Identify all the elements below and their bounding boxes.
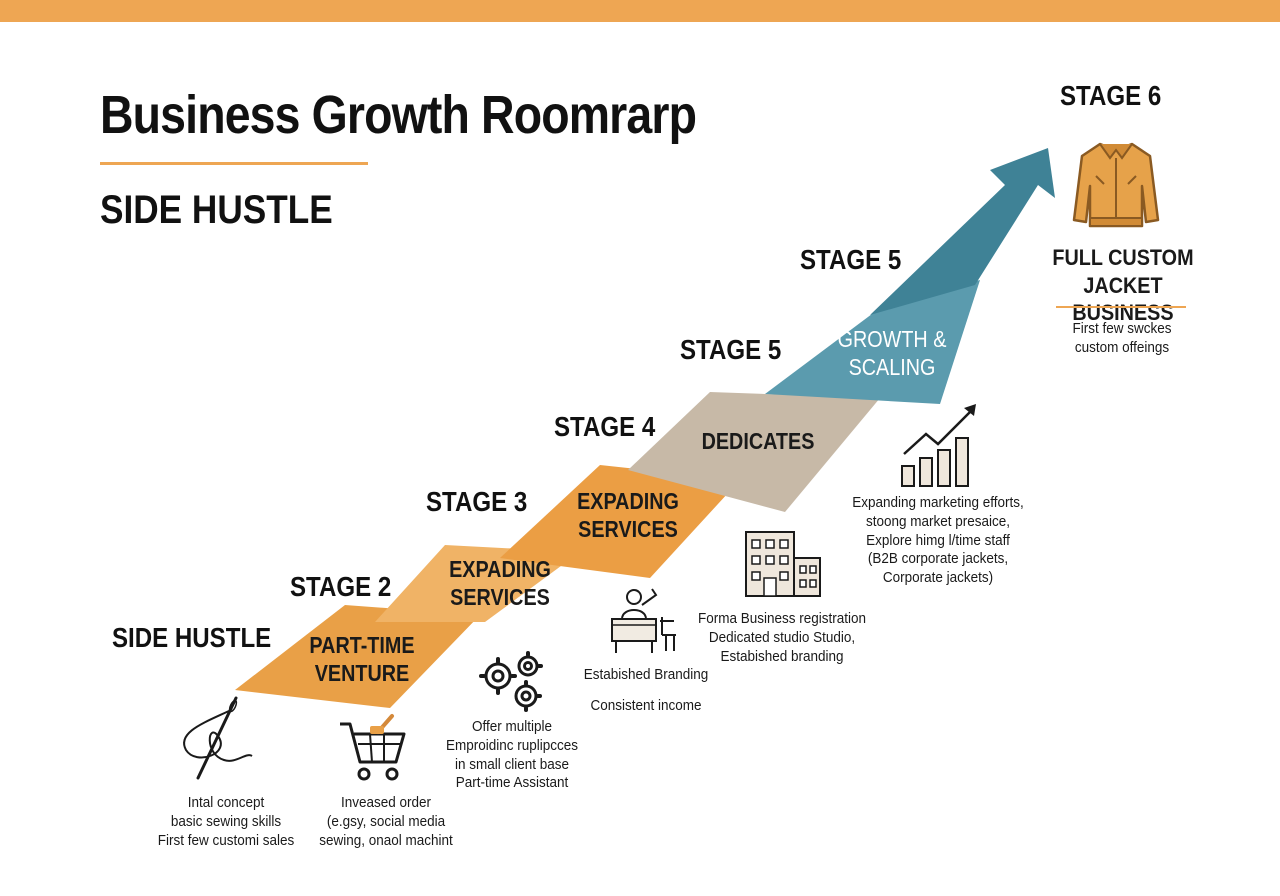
desc-line: Emproidinc ruplipcces	[445, 736, 579, 754]
band-text-dedicates: DEDICATES	[698, 428, 818, 456]
stage-desc-3: Offer multiple Emproidinc ruplipcces in …	[431, 718, 593, 793]
desc-line: Dedicated studio Studio,	[708, 628, 856, 646]
stage-desc-5a: Forma Business registration Dedicated st…	[692, 610, 872, 666]
title-underline	[100, 162, 368, 165]
band-line: EXPADING	[577, 488, 679, 514]
desc-line: Estabished Branding	[583, 666, 709, 683]
desc-line: (B2B corporate jackets,	[867, 550, 1009, 568]
band-text-part-time-venture: PART-TIME VENTURE	[302, 632, 422, 687]
desc-line: Corporate jackets)	[882, 569, 994, 586]
stage-label-2: STAGE 2	[290, 571, 392, 602]
band-text-expanding-services-1: EXPADING SERVICES	[440, 556, 560, 611]
desc-line: basic sewing skills	[170, 812, 282, 830]
band-line: SCALING	[848, 353, 936, 380]
desc-line: First few swckes	[1072, 320, 1172, 337]
stage-desc-2: Inveased order (e.gsy, social media sewi…	[305, 794, 467, 850]
band-line: VENTURE	[314, 659, 410, 686]
band-line: SERVICES	[450, 583, 550, 610]
page-subtitle: SIDE HUSTLE	[100, 188, 333, 232]
desc-line: Consistent income	[590, 696, 702, 714]
band-line: GROWTH &	[837, 326, 947, 352]
band-line: EXPADING	[449, 556, 551, 582]
stage-label-5a: STAGE 5	[680, 334, 782, 365]
band-expanding-services-1	[375, 545, 580, 622]
stage-desc-5b: Expanding marketing efforts, stoong mark…	[848, 494, 1028, 588]
jacket-icon	[1072, 142, 1160, 228]
desc-line: (e.gsy, social media	[326, 812, 446, 830]
band-line: DEDICATES	[701, 428, 815, 454]
final-title-line: FULL CUSTOM JACKET	[1052, 245, 1194, 298]
stage-desc-4: Estabished Branding Consistent income	[565, 666, 727, 716]
band-growth-scaling	[765, 280, 980, 404]
final-stage-underline	[1056, 306, 1186, 308]
desc-line: Estabished branding	[720, 647, 844, 665]
desc-line: Intal concept	[187, 794, 265, 811]
stage-label-5b: STAGE 5	[800, 244, 902, 275]
growth-arrow	[870, 148, 1055, 315]
desc-line: First few customi sales	[157, 831, 295, 849]
band-expanding-services-2	[500, 465, 740, 578]
desc-line: Part-time Assistant	[455, 774, 569, 792]
stage-label-3: STAGE 3	[426, 486, 528, 517]
desc-line: Explore himg l/time staff	[866, 531, 1010, 549]
stage-desc-side-hustle: Intal concept basic sewing skills First …	[145, 794, 307, 850]
stage-label-side-hustle: SIDE HUSTLE	[112, 622, 272, 653]
desc-line: custom offeings	[1074, 338, 1170, 356]
stage-desc-6: First few swckes custom offeings	[1041, 320, 1203, 358]
band-text-growth-scaling: GROWTH & SCALING	[832, 326, 952, 381]
desc-line: in small client base	[454, 755, 570, 773]
needle-thread-icon	[183, 696, 253, 780]
office-building-icon	[745, 531, 821, 597]
desc-line: Inveased order	[340, 794, 432, 811]
workstation-icon	[611, 588, 676, 653]
band-dedicates	[628, 392, 880, 512]
band-line: PART-TIME	[309, 632, 415, 658]
band-line: SERVICES	[578, 515, 678, 542]
final-title-line: BUSINESS	[1072, 300, 1174, 325]
stage-label-4: STAGE 4	[554, 411, 656, 442]
band-part-time-venture	[235, 605, 480, 708]
gears-icon	[479, 651, 543, 712]
band-text-expanding-services-2: EXPADING SERVICES	[568, 488, 688, 543]
shopping-cart-icon	[340, 714, 406, 781]
desc-line: stoong market presaice,	[865, 512, 1011, 530]
desc-line: Expanding marketing efforts,	[852, 494, 1024, 511]
page-title: Business Growth Roomrarp	[100, 85, 697, 145]
desc-line: Forma Business registration	[697, 610, 867, 627]
desc-line: sewing, onaol machint	[319, 831, 453, 849]
final-stage-title: FULL CUSTOM JACKET BUSINESS	[1038, 244, 1209, 327]
growth-chart-icon	[901, 404, 976, 487]
top-accent-bar	[0, 0, 1280, 22]
desc-line: Offer multiple	[471, 718, 553, 735]
stage-label-6: STAGE 6	[1060, 80, 1162, 111]
